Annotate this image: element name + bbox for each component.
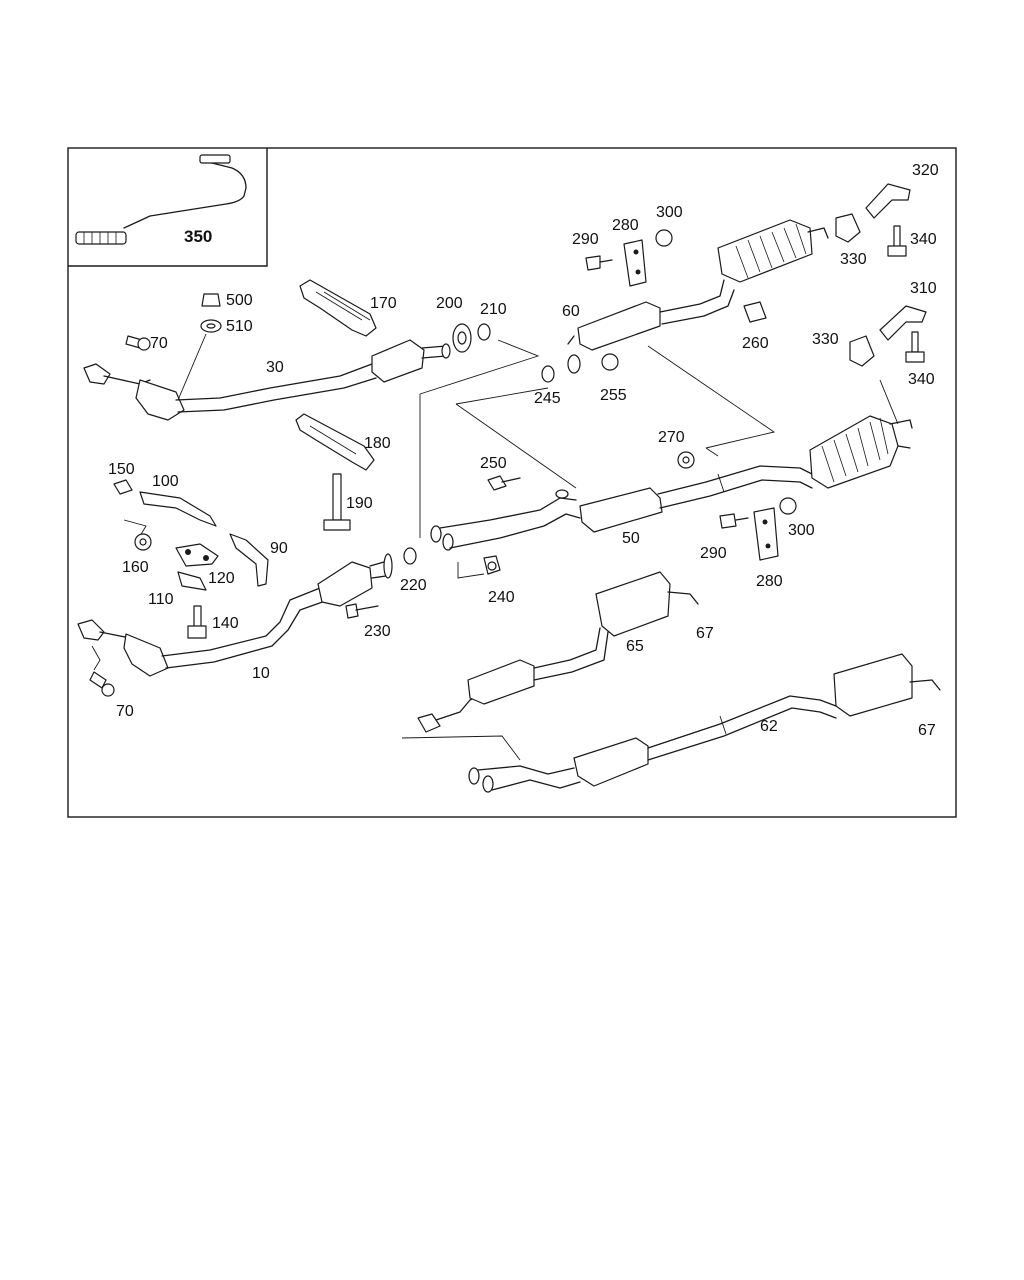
label-67-lower: 67 bbox=[918, 722, 936, 739]
bolt-230 bbox=[345, 603, 359, 619]
label-340-lower: 340 bbox=[908, 371, 935, 388]
bolt-290-upper bbox=[585, 255, 601, 271]
label-60: 60 bbox=[562, 303, 580, 320]
label-200: 200 bbox=[436, 295, 463, 312]
ring-210 bbox=[477, 323, 491, 341]
middle-pipe-50 bbox=[430, 465, 813, 551]
sensor-inset-frame bbox=[68, 148, 268, 267]
bolt-340-lower bbox=[911, 331, 919, 353]
front-pipe-10 bbox=[77, 553, 393, 677]
gasket-200-inner bbox=[457, 331, 467, 345]
label-320: 320 bbox=[912, 162, 939, 179]
nut-300-lower bbox=[779, 497, 797, 515]
label-330-lower: 330 bbox=[812, 331, 839, 348]
label-100: 100 bbox=[152, 473, 179, 490]
label-340-upper: 340 bbox=[910, 231, 937, 248]
gasket-255 bbox=[567, 354, 581, 374]
label-280-lower: 280 bbox=[756, 573, 783, 590]
leader-lines bbox=[419, 339, 776, 579]
oxygen-sensor bbox=[75, 154, 247, 245]
label-300-upper: 300 bbox=[656, 204, 683, 221]
label-140: 140 bbox=[212, 615, 239, 632]
label-250: 250 bbox=[480, 455, 507, 472]
ring-220 bbox=[403, 547, 417, 565]
label-260: 260 bbox=[742, 335, 769, 352]
label-330-upper: 330 bbox=[840, 251, 867, 268]
hanger-280-upper bbox=[623, 239, 647, 287]
bolt-250 bbox=[487, 475, 507, 491]
label-160: 160 bbox=[122, 559, 149, 576]
isolator-330-lower bbox=[849, 335, 875, 367]
label-62: 62 bbox=[760, 718, 778, 735]
hanger-280-lower bbox=[753, 507, 779, 561]
label-110: 110 bbox=[148, 591, 174, 608]
label-255: 255 bbox=[600, 387, 627, 404]
label-67-upper: 67 bbox=[696, 625, 714, 642]
rear-system-62 bbox=[468, 653, 941, 793]
label-240: 240 bbox=[488, 589, 515, 606]
bracket-310 bbox=[879, 305, 927, 341]
label-220: 220 bbox=[400, 577, 427, 594]
bolt-340-upper bbox=[893, 225, 901, 249]
leader-70-bottom bbox=[91, 645, 101, 671]
label-70-bottom: 70 bbox=[116, 703, 134, 720]
label-510: 510 bbox=[226, 318, 253, 335]
label-230: 230 bbox=[364, 623, 391, 640]
label-270: 270 bbox=[658, 429, 685, 446]
label-350: 350 bbox=[184, 227, 212, 246]
label-290-upper: 290 bbox=[572, 231, 599, 248]
label-245: 245 bbox=[534, 390, 561, 407]
bracket-group bbox=[113, 479, 269, 639]
label-120: 120 bbox=[208, 570, 235, 587]
rear-system-65 bbox=[401, 571, 699, 761]
label-70-top: 70 bbox=[150, 335, 168, 352]
plug-500 bbox=[201, 293, 221, 307]
isolator-330-upper bbox=[835, 213, 861, 243]
ring-245 bbox=[541, 365, 555, 383]
bolt-290-lower bbox=[719, 513, 737, 529]
hanger-260 bbox=[743, 301, 767, 323]
label-210: 210 bbox=[480, 301, 507, 318]
bracket-320 bbox=[865, 183, 911, 219]
bolt-190 bbox=[323, 473, 351, 531]
label-290-lower: 290 bbox=[700, 545, 727, 562]
label-50: 50 bbox=[622, 530, 640, 547]
label-10: 10 bbox=[252, 665, 270, 682]
label-300-lower: 300 bbox=[788, 522, 815, 539]
label-30: 30 bbox=[266, 359, 284, 376]
heat-shield-180 bbox=[295, 413, 375, 471]
rear-section-upper bbox=[567, 219, 829, 351]
label-280-upper: 280 bbox=[612, 217, 639, 234]
label-90: 90 bbox=[270, 540, 288, 557]
label-190: 190 bbox=[346, 495, 373, 512]
nut-300-upper bbox=[655, 229, 673, 247]
label-150: 150 bbox=[108, 461, 135, 478]
diagram-frame bbox=[67, 147, 957, 818]
label-180: 180 bbox=[364, 435, 391, 452]
label-500: 500 bbox=[226, 292, 253, 309]
label-170: 170 bbox=[370, 295, 397, 312]
leader-510 bbox=[177, 333, 207, 401]
label-65: 65 bbox=[626, 638, 644, 655]
front-pipe-30 bbox=[83, 339, 451, 421]
heat-shield-170 bbox=[299, 279, 377, 337]
label-310: 310 bbox=[910, 280, 937, 297]
rear-muffler-lower bbox=[809, 379, 913, 489]
